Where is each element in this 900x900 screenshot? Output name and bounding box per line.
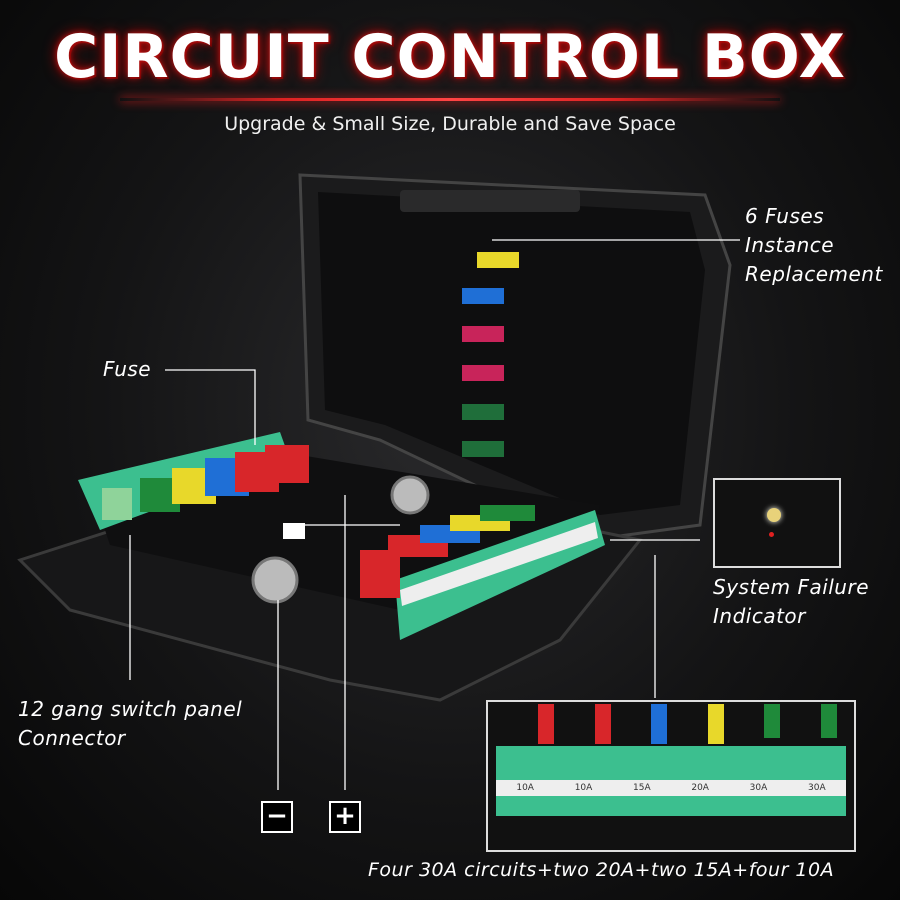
indicator-red-dot: [769, 532, 774, 537]
terminal-inset: 10A 10A 15A 20A 30A 30A: [486, 700, 856, 852]
lid-hinge: [400, 190, 580, 212]
spare-fuse-blue: [462, 288, 504, 304]
inset-fuse-red: [595, 704, 611, 744]
right-terminal-label-band: [400, 522, 598, 606]
page-title: CIRCUIT CONTROL BOX: [54, 22, 846, 92]
title-underline: [120, 98, 780, 101]
fuse-red: [360, 550, 400, 598]
inset-label-band: 10A 10A 15A 20A 30A 30A: [496, 780, 846, 796]
inset-fuse-green: [821, 704, 837, 738]
terminal-label: 10A: [574, 783, 593, 793]
terminal-label: 30A: [808, 783, 826, 793]
inset-fuse-red: [538, 704, 554, 744]
callout-lines: [129, 239, 740, 790]
inset-fuse-yellow: [708, 704, 724, 744]
spare-fuse-green: [462, 404, 504, 420]
lid-inner: [318, 192, 705, 515]
spare-fuse-pink: [462, 365, 504, 381]
spare-fuse-pink: [462, 326, 504, 342]
terminal-label: 30A: [749, 783, 768, 793]
indicator-inset: [713, 478, 841, 568]
spare-fuse-yellow: [477, 252, 519, 268]
terminal-label: 15A: [633, 783, 651, 793]
inset-fuse-blue: [651, 704, 667, 744]
negative-sign: −: [261, 801, 293, 833]
positive-post: [390, 475, 430, 515]
indicator-led: [767, 508, 781, 522]
circuit-summary: Four 30A circuits+two 20A+two 15A+four 1…: [368, 859, 835, 881]
spare-fuse-green: [462, 441, 504, 457]
fuse-light-green: [102, 488, 132, 520]
negative-post: [251, 556, 299, 604]
inset-fuse-green: [764, 704, 780, 738]
terminal-label: 10A: [516, 783, 534, 793]
subtitle: Upgrade & Small Size, Durable and Save S…: [224, 113, 676, 135]
fuse-red: [265, 445, 309, 483]
positive-sign: +: [329, 801, 361, 833]
terminal-label: 20A: [691, 783, 709, 793]
inset-terminal-strip: 10A 10A 15A 20A 30A 30A: [496, 746, 846, 816]
fuse-label: Fuse: [103, 357, 152, 381]
fuse-green: [480, 505, 535, 521]
switch-panel-connector: [283, 523, 305, 539]
